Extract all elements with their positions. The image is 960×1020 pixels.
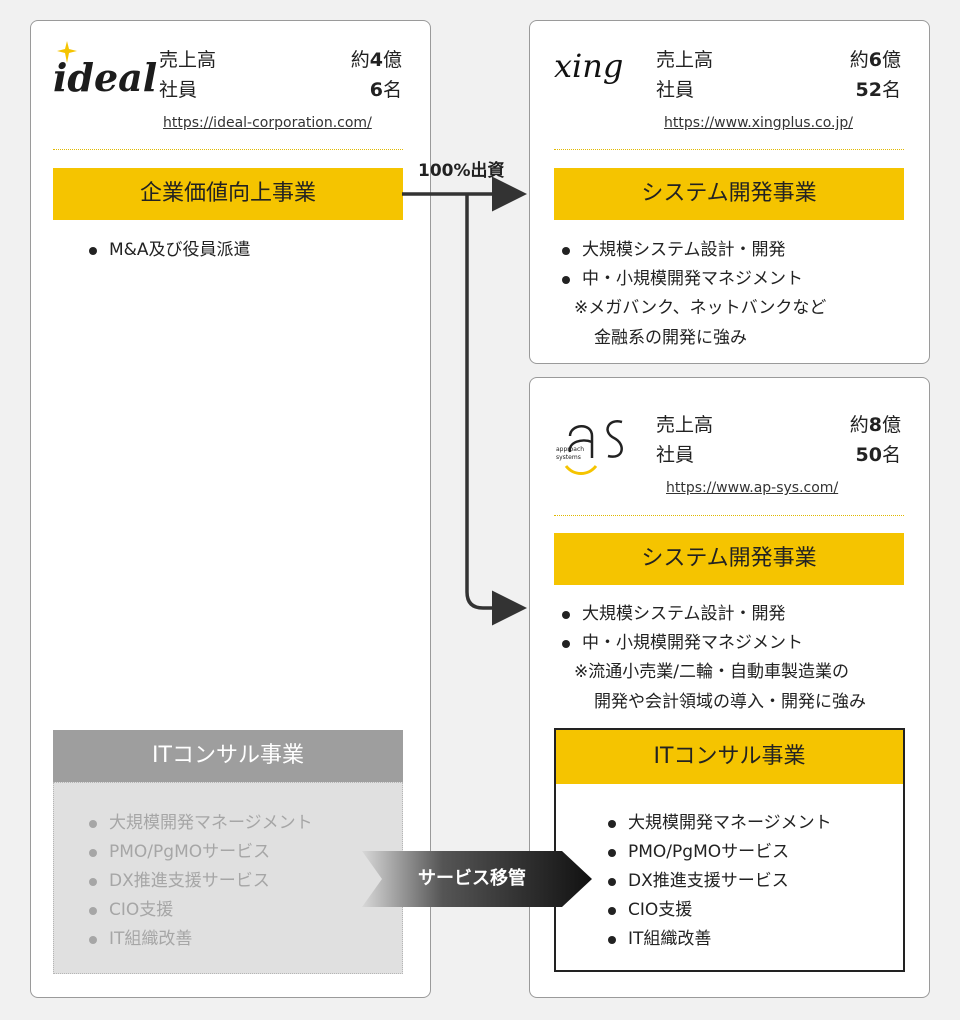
ideal-divider (53, 149, 403, 150)
list-item: 大規模システム設計・開発 (556, 236, 803, 265)
ideal-sales-value: 約4億 (350, 49, 402, 71)
list-item: DX推進支援サービス (83, 867, 313, 896)
aps-divider (554, 515, 904, 516)
list-item: IT組織改善 (83, 925, 313, 954)
xing-note-line-2: 金融系の開発に強み (594, 328, 747, 348)
list-item: 中・小規模開発マネジメント (556, 265, 803, 294)
ideal-it-banner: ITコンサル事業 (53, 730, 403, 782)
list-item: 大規模開発マネージメント (602, 809, 832, 838)
ideal-sales-label: 売上高 (159, 49, 217, 71)
list-item: CIO支援 (83, 896, 313, 925)
aps-staff-label: 社員 (656, 444, 695, 466)
transfer-chevron-icon (362, 851, 592, 907)
xing-logo: xing (554, 47, 624, 85)
list-item: M&A及び役員派遣 (83, 236, 251, 265)
xing-staff-label: 社員 (656, 79, 695, 101)
aps-it-banner: ITコンサル事業 (556, 730, 903, 784)
aps-business-banner: システム開発事業 (554, 533, 904, 585)
list-item: 大規模開発マネージメント (83, 809, 313, 838)
xing-sales-value: 約6億 (849, 49, 901, 71)
xing-sales-label: 売上高 (656, 49, 714, 71)
ideal-star-icon (57, 41, 77, 63)
ideal-card: ideal 売上高 社員 約4億 6名 https://ideal-corpor… (30, 20, 431, 998)
aps-it-bullet-list: 大規模開発マネージメント PMO/PgMOサービス DX推進支援サービス CIO… (602, 809, 832, 954)
aps-logo-text-bottom: systems (556, 454, 581, 461)
ideal-url-link[interactable]: https://ideal-corporation.com/ (163, 115, 372, 131)
ideal-bullet-list: M&A及び役員派遣 (83, 236, 251, 265)
list-item: CIO支援 (602, 896, 832, 925)
xing-card: xing 売上高 社員 約6億 52名 https://www.xingplus… (529, 20, 930, 364)
ideal-business-banner: 企業価値向上事業 (53, 168, 403, 220)
aps-sales-label: 売上高 (656, 414, 714, 436)
list-item: 中・小規模開発マネジメント (556, 629, 803, 658)
ideal-staff-value: 6名 (369, 79, 402, 101)
xing-note-line-1: ※メガバンク、ネットバンクなど (574, 298, 827, 318)
investment-label: 100%出資 (418, 161, 505, 181)
xing-business-banner: システム開発事業 (554, 168, 904, 220)
aps-staff-value: 50名 (855, 444, 901, 466)
list-item: PMO/PgMOサービス (602, 838, 832, 867)
arrow-to-aps (465, 194, 527, 626)
ideal-staff-label: 社員 (159, 79, 198, 101)
aps-note-line-2: 開発や会計領域の導入・開発に強み (594, 692, 866, 712)
aps-bullet-list: 大規模システム設計・開発 中・小規模開発マネジメント (556, 600, 803, 658)
transfer-label: サービス移管 (418, 868, 526, 889)
xing-staff-value: 52名 (855, 79, 901, 101)
aps-logo-text-top: approach (556, 446, 585, 453)
xing-divider (554, 149, 904, 150)
list-item: IT組織改善 (602, 925, 832, 954)
list-item: DX推進支援サービス (602, 867, 832, 896)
xing-url-link[interactable]: https://www.xingplus.co.jp/ (664, 115, 853, 131)
list-item: 大規模システム設計・開発 (556, 600, 803, 629)
xing-bullet-list: 大規模システム設計・開発 中・小規模開発マネジメント (556, 236, 803, 294)
aps-logo-icon (564, 420, 623, 475)
aps-card: approach systems 売上高 社員 約8億 50名 https://… (529, 377, 930, 998)
ideal-logo: ideal (53, 55, 158, 100)
ideal-it-bullet-list: 大規模開発マネージメント PMO/PgMOサービス DX推進支援サービス CIO… (83, 809, 313, 954)
aps-note-line-1: ※流通小売業/二輪・自動車製造業の (574, 662, 849, 682)
aps-url-link[interactable]: https://www.ap-sys.com/ (666, 480, 839, 496)
aps-sales-value: 約8億 (849, 414, 901, 436)
list-item: PMO/PgMOサービス (83, 838, 313, 867)
